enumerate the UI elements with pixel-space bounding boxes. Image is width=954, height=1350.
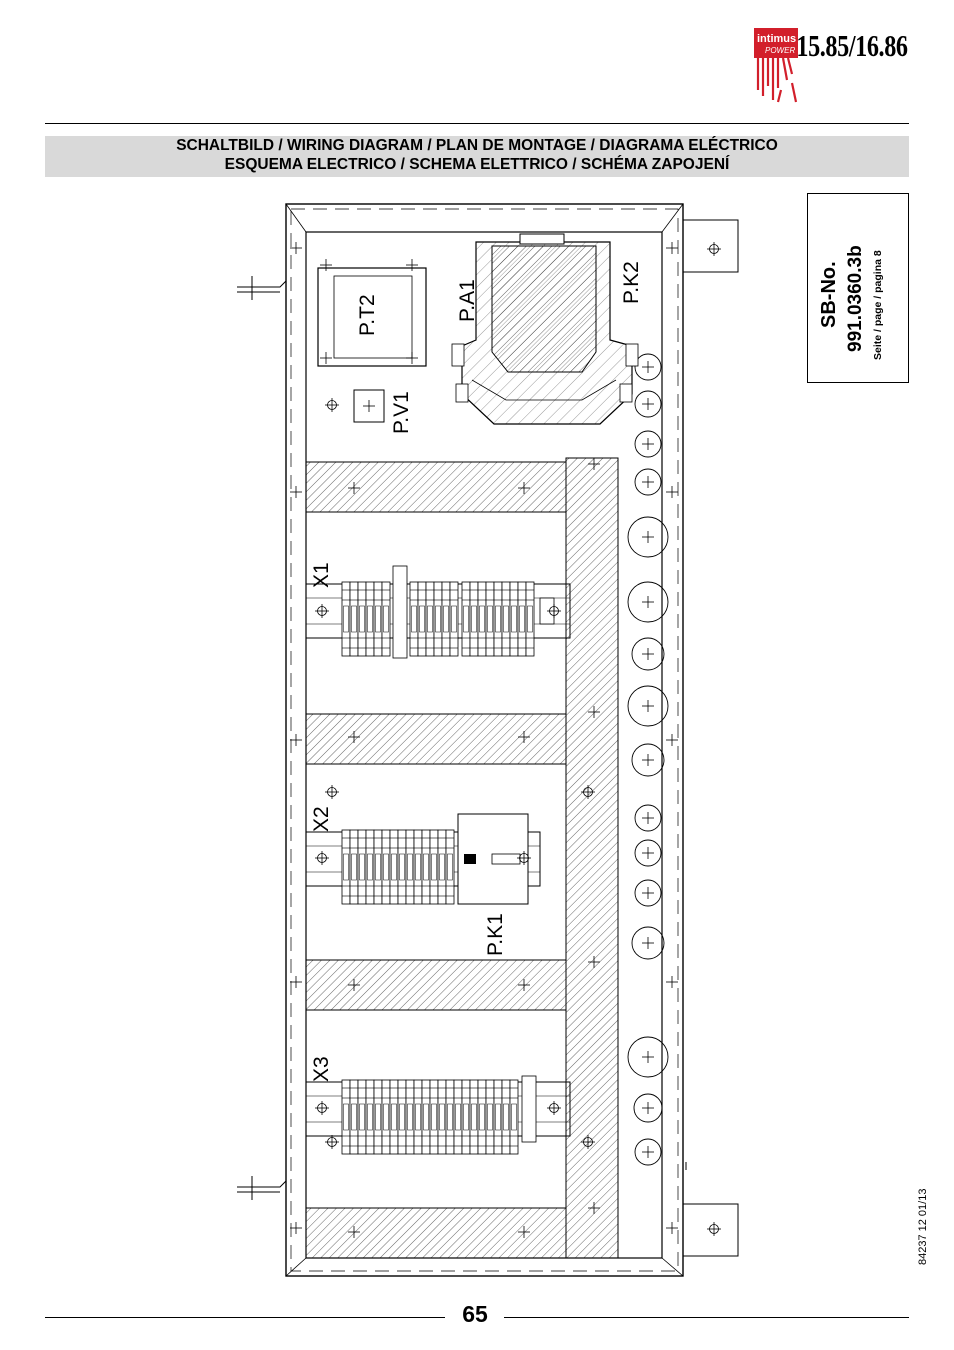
- device-pa1-pk2: [451, 233, 639, 425]
- model-number: 15.85/16.86: [796, 28, 909, 63]
- svg-text:intimus: intimus: [757, 33, 796, 45]
- page-number: 65: [462, 1301, 488, 1327]
- intimus-logo: intimus POWER: [754, 28, 798, 103]
- terminal-rail-x3: [305, 1075, 571, 1155]
- label-pa1: P.A1: [456, 279, 479, 322]
- transformer-pt2: [317, 267, 427, 367]
- terminal-rail-x2: [305, 813, 541, 905]
- footer-rule-right: [504, 1317, 909, 1318]
- terminal-rail-x1: [305, 565, 571, 659]
- banner-line-2: ESQUEMA ELECTRICO / SCHEMA ELETTRICO / S…: [224, 156, 730, 173]
- label-x1: X1: [310, 562, 333, 588]
- svg-text:POWER: POWER: [765, 46, 795, 55]
- cable-glands: [627, 353, 669, 1166]
- banner-line-1: SCHALTBILD / WIRING DIAGRAM / PLAN DE MO…: [176, 137, 778, 154]
- title-banner: SCHALTBILD / WIRING DIAGRAM / PLAN DE MO…: [45, 136, 909, 177]
- header-rule: [45, 123, 909, 124]
- label-x3: X3: [310, 1056, 333, 1082]
- label-pv1: P.V1: [390, 391, 413, 434]
- label-pk1: P.K1: [484, 913, 507, 956]
- horizontal-cable-ducts: [305, 461, 567, 1259]
- label-x2: X2: [310, 806, 333, 832]
- mounting-brackets: [237, 219, 739, 1257]
- label-pt2: P.T2: [356, 294, 379, 336]
- document-number: 84237 12 01/13: [917, 1188, 929, 1265]
- footer-rule-left: [45, 1317, 445, 1318]
- vertical-cable-duct: [565, 457, 619, 1259]
- sb-number-box: [807, 193, 909, 383]
- label-pk2: P.K2: [620, 261, 643, 304]
- device-pv1: [353, 389, 385, 423]
